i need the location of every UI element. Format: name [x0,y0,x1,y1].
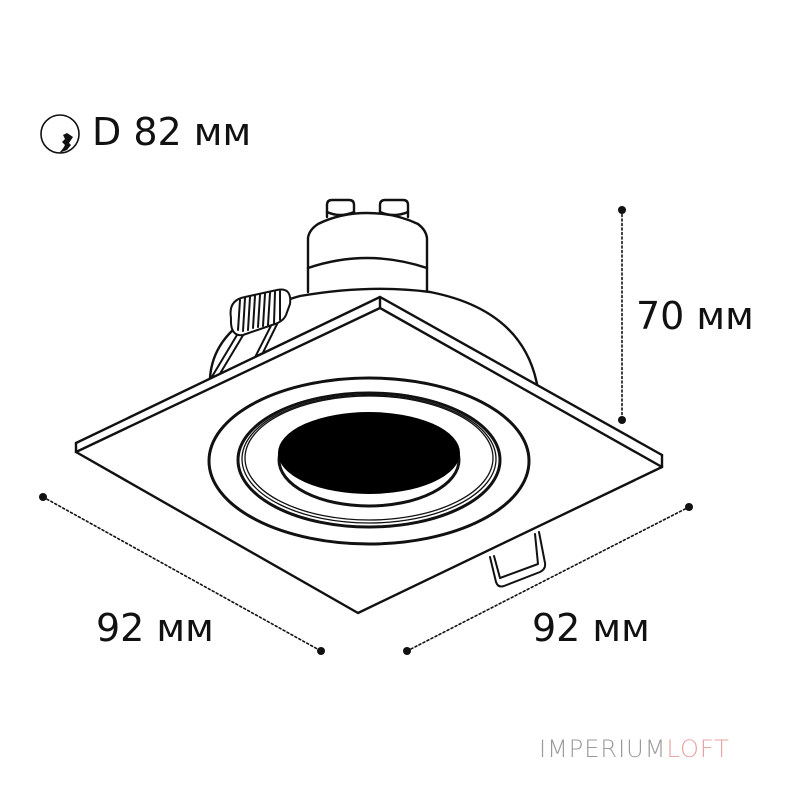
brand-logo-part2: LOFT [666,735,730,763]
spring-clip-bottom [489,531,547,588]
brand-logo-part1: IMPERIUM [539,735,667,763]
gu10-socket [306,198,429,294]
gimbal-ring [236,391,502,529]
outer-trim-ring [207,376,531,546]
dimension-line-height [618,206,626,424]
width-left-label: 92 мм [96,606,214,650]
dimension-line-width-right [403,503,693,655]
dimension-line-width-left [39,493,325,655]
width-right-label: 92 мм [532,606,650,650]
brand-logo: IMPERIUMLOFT [539,737,730,761]
diameter-label: D 82 мм [92,110,252,154]
lamp-cutout-hole [278,412,460,494]
cutout-diameter-icon [40,114,80,154]
height-label: 70 мм [636,294,754,338]
